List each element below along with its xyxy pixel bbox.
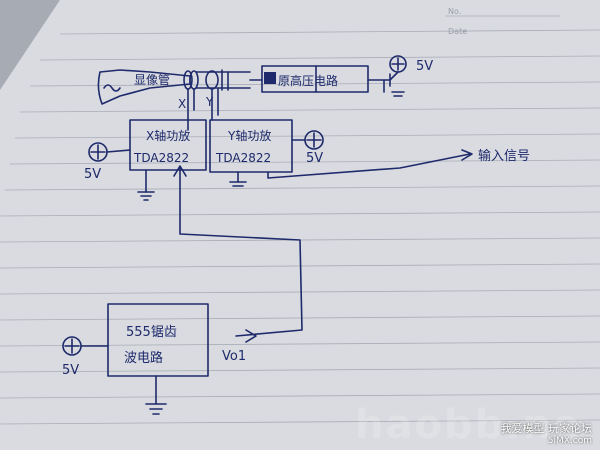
watermark: 我爱模型 玩家论坛 5iMX.com — [501, 420, 593, 446]
y-amp-box — [209, 119, 293, 173]
no-label: No. — [448, 7, 461, 16]
input-signal-wire — [267, 153, 471, 179]
paper-shadow — [0, 0, 60, 90]
sawtooth-line1: 555锯齿 — [126, 325, 177, 340]
sawtooth-box — [107, 303, 209, 377]
x-amp-box — [129, 119, 207, 171]
watermark-site: 我爱模型 玩家论坛 — [500, 422, 593, 435]
sawtooth-line2: 波电路 — [124, 350, 163, 366]
x-amp-supply-label: 5V — [84, 167, 101, 182]
watermark-url: 5iMX.com — [547, 436, 592, 446]
crt-label: 显像管 — [134, 72, 170, 87]
x-amp-title: X轴功放 — [146, 128, 190, 143]
sawtooth-output: Vo1 — [222, 349, 246, 364]
y-amp-supply-label: 5V — [306, 151, 323, 166]
sawtooth-supply-label: 5V — [62, 363, 79, 378]
watermark-brand: haobb.ne — [354, 402, 582, 448]
hv-circuit-label: 原高压电路 — [278, 73, 338, 88]
date-label: Date — [448, 27, 467, 36]
crt-x-terminal: X — [178, 97, 186, 111]
hv-chip-mark — [264, 72, 276, 84]
hv-supply-label: 5V — [416, 59, 433, 74]
y-amp-chip: TDA2822 — [215, 151, 271, 165]
sweep-wire — [179, 167, 303, 337]
input-signal-label: 输入信号 — [478, 148, 530, 164]
y-amp-title: Y轴功放 — [227, 128, 271, 143]
crt-y-terminal: Y — [205, 95, 214, 109]
x-amp-chip: TDA2822 — [133, 151, 189, 165]
hv-circuit-box — [261, 65, 369, 93]
